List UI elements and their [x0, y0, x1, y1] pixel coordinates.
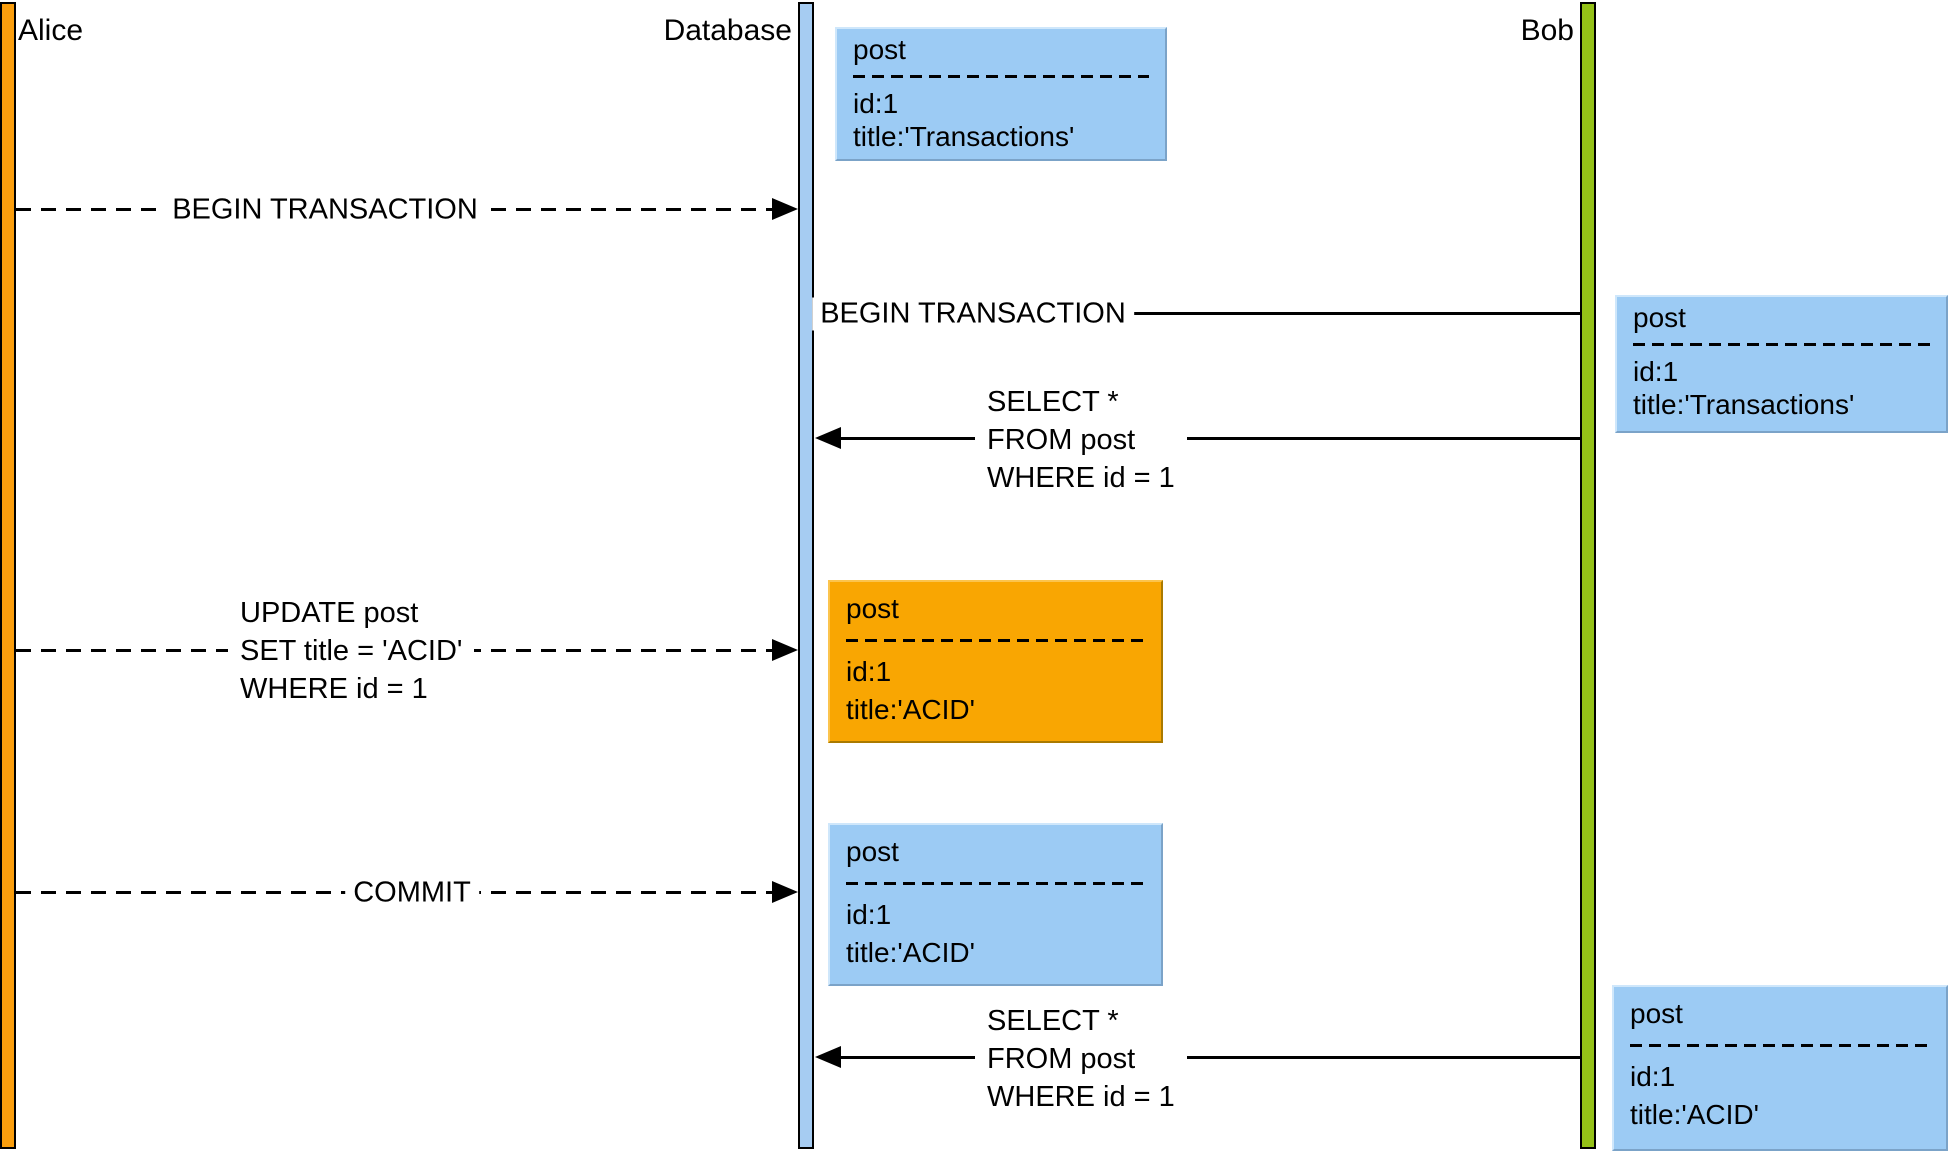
- state-box-field: title:'ACID': [846, 694, 975, 725]
- arrowhead-left-icon: [815, 1046, 841, 1068]
- message-line: [834, 312, 1580, 315]
- state-box-field: title:'Transactions': [853, 121, 1075, 152]
- message-label-line: FROM post: [987, 1043, 1136, 1075]
- state-box-bob-acid: post id:1 title:'ACID': [1612, 985, 1948, 1151]
- message-label-line: WHERE id = 1: [240, 673, 428, 705]
- state-box-field: id:1: [853, 88, 899, 119]
- message-label-line: WHERE id = 1: [987, 462, 1175, 494]
- state-box-field: id:1: [1633, 356, 1679, 387]
- state-box-title: post: [1633, 302, 1686, 333]
- alice-lifeline: [0, 2, 16, 1149]
- state-box-field: id:1: [1630, 1061, 1676, 1092]
- state-box-db-acid-uncommitted: post id:1 title:'ACID': [828, 580, 1163, 743]
- arrowhead-left-icon: [815, 427, 841, 449]
- message-label-line: UPDATE post: [240, 597, 419, 629]
- message-label: BEGIN TRANSACTION: [164, 193, 486, 227]
- state-box-field: id:1: [846, 899, 892, 930]
- message-label-line: SELECT *: [987, 1005, 1119, 1037]
- state-box-title: post: [853, 34, 906, 65]
- actor-label-bob: Bob: [1520, 14, 1574, 47]
- bob-lifeline: [1580, 2, 1596, 1149]
- message-label: UPDATE post SET title = 'ACID' WHERE id …: [228, 592, 475, 710]
- dashed-divider: [846, 639, 1145, 642]
- state-box-field: title:'ACID': [846, 937, 975, 968]
- message-line: [834, 1056, 1580, 1059]
- state-box-title: post: [846, 836, 899, 867]
- message-label-line: WHERE id = 1: [987, 1081, 1175, 1113]
- state-box-field: title:'ACID': [1630, 1099, 1759, 1130]
- state-box-field: title:'Transactions': [1633, 389, 1855, 420]
- message-label: COMMIT: [345, 876, 479, 910]
- state-box-db-transactions: post id:1 title:'Transactions': [835, 27, 1167, 161]
- state-box-field: id:1: [846, 656, 892, 687]
- arrowhead-right-icon: [772, 198, 798, 220]
- message-line: [834, 437, 1580, 440]
- actor-label-alice: Alice: [18, 14, 84, 47]
- message-label-line: SELECT *: [987, 386, 1119, 418]
- message-label: SELECT * FROM post WHERE id = 1: [975, 1000, 1187, 1118]
- message-label: BEGIN TRANSACTION: [812, 297, 1134, 331]
- dashed-divider: [846, 882, 1145, 885]
- state-box-title: post: [1630, 998, 1683, 1029]
- state-box-bob-transactions: post id:1 title:'Transactions': [1615, 295, 1948, 433]
- database-lifeline: [798, 2, 814, 1149]
- state-box-db-acid-committed: post id:1 title:'ACID': [828, 823, 1163, 986]
- arrowhead-right-icon: [772, 881, 798, 903]
- message-label: SELECT * FROM post WHERE id = 1: [975, 381, 1187, 499]
- dashed-divider: [1630, 1044, 1930, 1047]
- message-label-line: SET title = 'ACID': [240, 635, 463, 667]
- actor-label-database: Database: [663, 14, 792, 47]
- message-label-line: FROM post: [987, 424, 1136, 456]
- dashed-divider: [853, 75, 1149, 78]
- dashed-divider: [1633, 343, 1930, 346]
- state-box-title: post: [846, 593, 899, 624]
- arrowhead-right-icon: [772, 639, 798, 661]
